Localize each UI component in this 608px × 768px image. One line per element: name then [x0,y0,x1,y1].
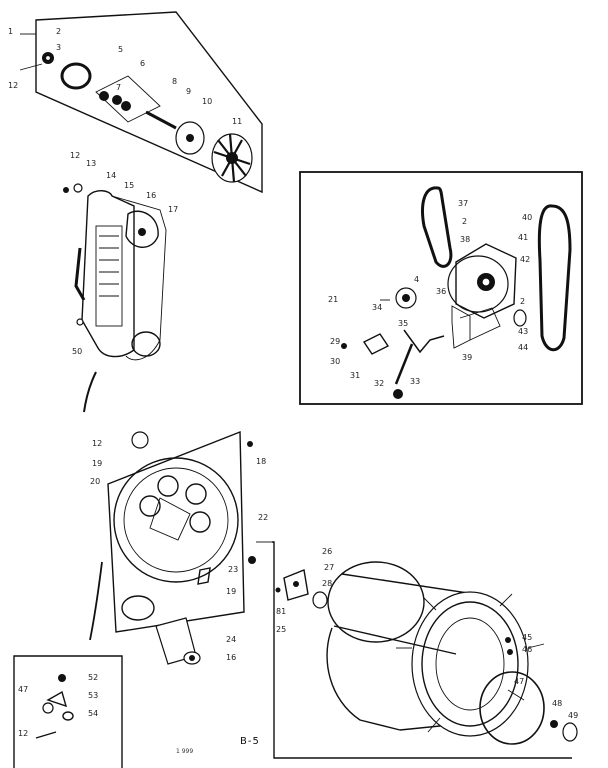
label-bulkhead-23: 23 [228,565,239,574]
label-drum-22: 22 [258,513,269,522]
motor-assembly-group [299,171,583,405]
label-bulkhead-20: 20 [90,477,101,486]
label-bulkhead-18: 18 [256,457,267,466]
label-motor-2a: 2 [462,217,468,226]
label-drum-48: 48 [552,699,563,708]
label-drum-47: 47 [514,677,525,686]
label-drum-26: 26 [322,547,333,556]
label-motor-30: 30 [330,357,341,366]
label-drum-81: 81 [276,607,287,616]
label-motor-36: 36 [436,287,447,296]
label-motor-31: 31 [350,371,361,380]
label-motor-32: 32 [374,379,385,388]
label-inset-12: 12 [18,729,29,738]
drum-group [256,541,578,759]
label-motor-35: 35 [398,319,409,328]
label-part-2: 2 [56,27,62,36]
heater-outlet [131,331,161,357]
heater-duct-group [63,183,167,413]
label-inset-53: 53 [88,691,99,700]
label-heater-14: 14 [106,171,117,180]
label-motor-42: 42 [520,255,531,264]
label-motor-44: 44 [518,343,529,352]
seal-ring-part [60,62,92,90]
label-part-3: 3 [56,43,62,52]
label-motor-34: 34 [372,303,383,312]
label-heater-12: 12 [70,151,81,160]
label-part-7: 7 [116,83,122,92]
label-motor-29: 29 [330,337,341,346]
page-number: B-5 [240,736,260,747]
label-heater-16: 16 [146,191,157,200]
drive-belt-40 [537,204,572,352]
label-part-12: 12 [8,81,19,90]
label-heater-50: 50 [72,347,83,356]
label-drum-25: 25 [276,625,287,634]
label-part-10: 10 [202,97,213,106]
drum-body [326,561,545,737]
label-drum-28: 28 [322,579,333,588]
label-motor-43: 43 [518,327,529,336]
label-motor-38: 38 [460,235,471,244]
label-inset-54: 54 [88,709,99,718]
label-bulkhead-16: 16 [226,653,237,662]
label-part-11: 11 [232,117,243,126]
label-part-9: 9 [186,87,192,96]
footer-code: 1 999 [176,748,194,755]
label-part-5: 5 [118,45,124,54]
drive-belt-37 [421,186,453,268]
label-drum-27: 27 [324,563,335,572]
label-inset-47: 47 [18,685,29,694]
label-heater-17: 17 [168,205,179,214]
top-bearing-group [19,11,263,194]
label-bulkhead-19b: 19 [226,587,237,596]
label-motor-41: 41 [518,233,529,242]
bulkhead-ring [113,457,239,583]
label-drum-49: 49 [568,711,579,720]
label-bulkhead-12: 12 [92,439,103,448]
label-drum-45: 45 [522,633,533,642]
motor-body [447,243,517,319]
label-motor-39: 39 [462,353,473,362]
drum-roller-part [155,617,201,665]
label-motor-33: 33 [410,377,421,386]
label-motor-37: 37 [458,199,469,208]
label-part-8: 8 [172,77,178,86]
drum-seal-ring [479,671,545,745]
blower-wheel-part [211,133,253,183]
label-motor-40: 40 [522,213,533,222]
label-motor-2b: 2 [520,297,526,306]
label-part-1: 1 [8,27,14,36]
label-heater-13: 13 [86,159,97,168]
label-drum-46: 46 [522,645,533,654]
label-heater-15: 15 [124,181,135,190]
label-part-6: 6 [140,59,146,68]
label-motor-4: 4 [414,275,420,284]
inset-detail-group [13,655,123,768]
label-motor-21: 21 [328,295,339,304]
label-bulkhead-19: 19 [92,459,103,468]
label-bulkhead-24: 24 [226,635,237,644]
label-inset-52: 52 [88,673,99,682]
rear-bulkhead-group [89,430,256,665]
